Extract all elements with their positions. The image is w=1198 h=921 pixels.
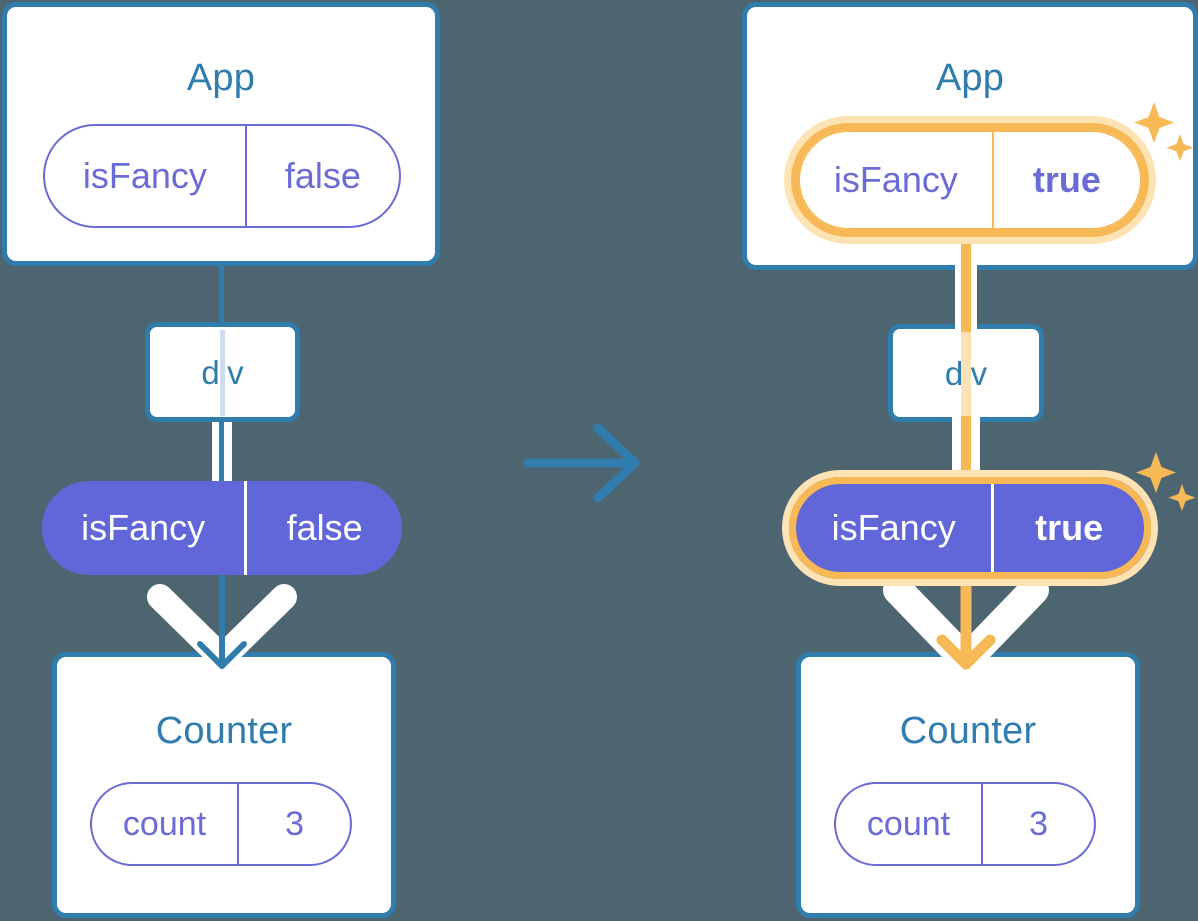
before-prop-key: isFancy [42, 481, 248, 575]
before-prop-pill[interactable]: isFancy false [42, 481, 402, 575]
before-connector-div-to-prop [219, 414, 224, 504]
sparkles-icon-app [1134, 102, 1194, 161]
after-prop-key: isFancy [796, 484, 995, 572]
before-app-state-value: false [284, 155, 361, 196]
before-counter-state-key: count [92, 784, 240, 864]
after-counter-state-pill[interactable]: count 3 [834, 782, 1096, 866]
before-counter-title: Counter [155, 710, 293, 752]
before-app-state-key: isFancy [45, 126, 247, 226]
transition-arrow-right-icon [523, 423, 640, 503]
after-app-title: App [935, 57, 1005, 99]
after-prop-line-through-div [961, 332, 971, 418]
before-counter-state-value: 3 [285, 805, 304, 843]
before-app-state-pill[interactable]: isFancy false [43, 124, 401, 228]
before-app-title: App [186, 57, 256, 99]
after-prop-value: true [1035, 507, 1104, 548]
after-app-state-value: true [1032, 159, 1101, 200]
sparkles-icon-prop [1136, 452, 1196, 511]
after-counter-state-key: count [836, 784, 984, 864]
before-flow-arrow-icon [147, 572, 297, 669]
before-prop-value: false [286, 507, 363, 548]
before-prop-line-through-div [220, 330, 225, 416]
after-counter-box: Counter [796, 652, 1140, 918]
after-connector-app-to-div [961, 212, 971, 332]
after-counter-title: Counter [899, 710, 1037, 752]
after-flow-arrow-icon [883, 572, 1049, 670]
after-connector-div-to-prop [961, 416, 971, 506]
after-app-state-key: isFancy [800, 132, 994, 228]
after-counter-state-value: 3 [1029, 805, 1048, 843]
after-app-state-pill[interactable]: isFancy true [798, 130, 1142, 230]
after-prop-pill[interactable]: isFancy true [796, 484, 1144, 572]
before-counter-state-pill[interactable]: count 3 [90, 782, 352, 866]
before-connector-app-to-div [219, 210, 224, 330]
